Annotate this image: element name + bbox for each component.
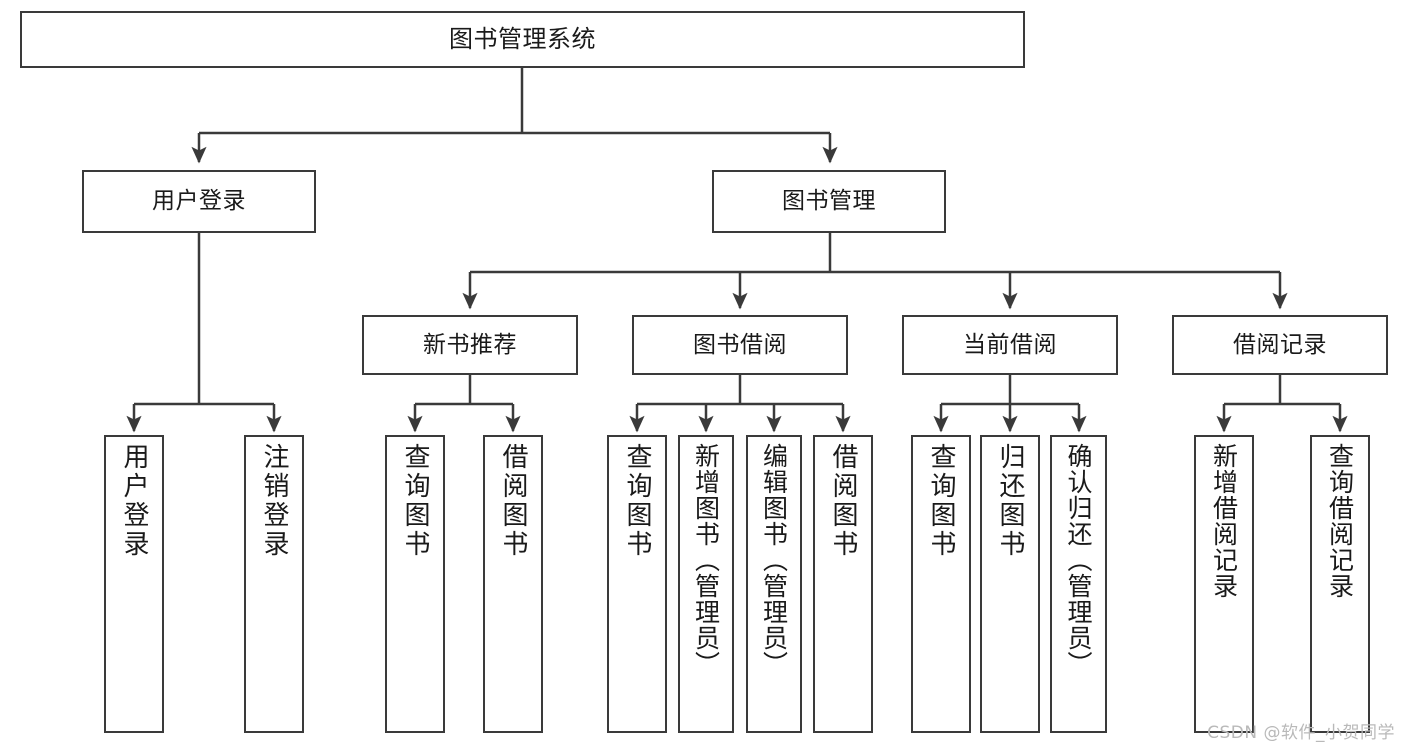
leaf-borrow-book[interactable]: 借阅图书: [813, 435, 873, 733]
leaf-confirm-return-admin[interactable]: 确认归还（管理员）: [1050, 435, 1107, 733]
node-user-login[interactable]: 用户登录: [82, 170, 316, 233]
node-root-book-management-system[interactable]: 图书管理系统: [20, 11, 1025, 68]
leaf-logout[interactable]: 注销登录: [244, 435, 304, 733]
watermark-text: CSDN @软件_小贺同学: [1207, 723, 1395, 743]
node-label: 新书推荐: [423, 331, 517, 358]
leaf-edit-book-admin[interactable]: 编辑图书（管理员）: [746, 435, 802, 733]
node-label: 确认归还（管理员）: [1064, 443, 1093, 677]
node-label: 编辑图书（管理员）: [759, 443, 789, 677]
node-label: 当前借阅: [963, 331, 1057, 358]
node-label: 新增借阅记录: [1209, 443, 1239, 599]
leaf-borrow-book-new[interactable]: 借阅图书: [483, 435, 543, 733]
node-label: 注销登录: [259, 443, 290, 559]
node-label: 用户登录: [119, 443, 150, 559]
leaf-query-borrow-record[interactable]: 查询借阅记录: [1310, 435, 1370, 733]
node-borrow-record[interactable]: 借阅记录: [1172, 315, 1388, 375]
node-label: 查询图书: [622, 443, 653, 559]
node-current-borrow[interactable]: 当前借阅: [902, 315, 1118, 375]
leaf-user-login[interactable]: 用户登录: [104, 435, 164, 733]
node-book-management[interactable]: 图书管理: [712, 170, 946, 233]
node-label: 归还图书: [995, 443, 1026, 559]
node-label: 图书借阅: [693, 331, 787, 358]
leaf-query-book-new[interactable]: 查询图书: [385, 435, 445, 733]
leaf-return-book[interactable]: 归还图书: [980, 435, 1040, 733]
node-label: 新增图书（管理员）: [691, 443, 721, 677]
node-book-borrow[interactable]: 图书借阅: [632, 315, 848, 375]
node-label: 借阅图书: [828, 443, 859, 559]
node-label: 查询图书: [400, 443, 431, 559]
node-label: 图书管理: [782, 188, 876, 215]
leaf-query-book-borrow[interactable]: 查询图书: [607, 435, 667, 733]
node-label: 图书管理系统: [449, 24, 596, 53]
leaf-add-borrow-record[interactable]: 新增借阅记录: [1194, 435, 1254, 733]
leaf-add-book-admin[interactable]: 新增图书（管理员）: [678, 435, 734, 733]
node-label: 借阅记录: [1233, 331, 1327, 358]
leaf-query-book-current[interactable]: 查询图书: [911, 435, 971, 733]
node-label: 用户登录: [152, 188, 246, 215]
node-label: 查询图书: [926, 443, 957, 559]
node-new-book-recommend[interactable]: 新书推荐: [362, 315, 578, 375]
node-label: 借阅图书: [498, 443, 529, 559]
node-label: 查询借阅记录: [1325, 443, 1355, 599]
